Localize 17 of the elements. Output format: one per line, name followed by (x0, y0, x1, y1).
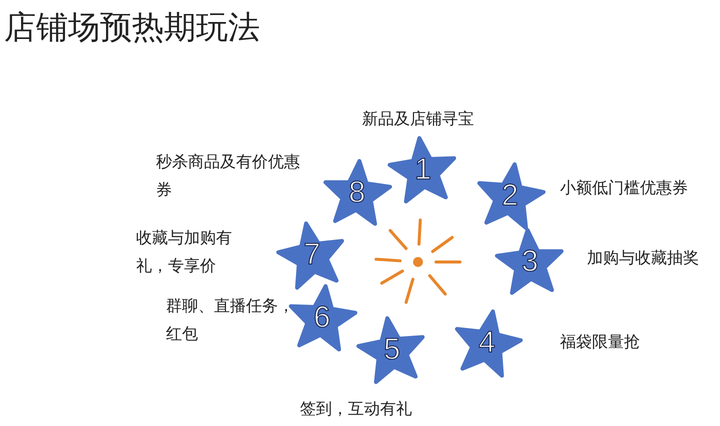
title: 店铺场预热期玩法 (4, 7, 260, 48)
star-caption: 收藏与加购有礼，专享价 (136, 227, 233, 277)
star-number: 7 (304, 238, 320, 272)
star-number: 1 (414, 153, 432, 187)
star-caption: 加购与收藏抽奖 (587, 247, 700, 269)
star-caption: 福袋限量抢 (560, 331, 641, 353)
star-number: 6 (314, 301, 330, 335)
star-caption: 签到，互动有礼 (300, 398, 413, 420)
star-number: 2 (502, 179, 518, 213)
star-caption: 新品及店铺寻宝 (362, 108, 475, 130)
star-number: 5 (384, 333, 400, 367)
star-caption: 小额低门槛优惠券 (560, 177, 689, 199)
star-caption: 群聊、直播任务，红包 (166, 295, 294, 345)
star-number: 3 (522, 245, 538, 279)
star-number: 8 (348, 176, 366, 210)
star-caption: 秒杀商品及有价优惠券 (156, 151, 301, 201)
star-number: 4 (478, 326, 496, 360)
